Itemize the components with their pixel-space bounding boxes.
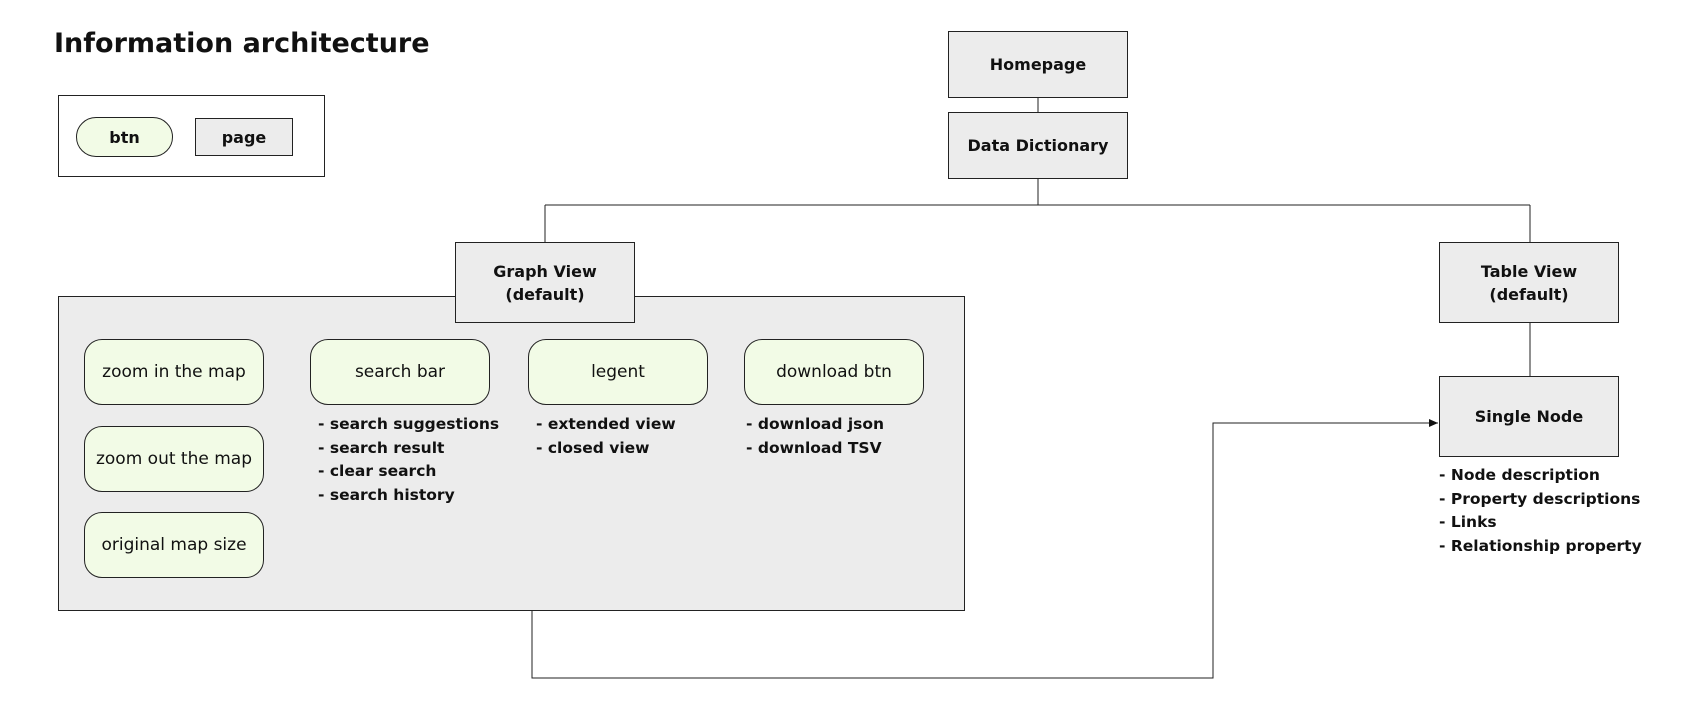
legend-btn-swatch: btn xyxy=(76,117,173,157)
legend-page-swatch: page xyxy=(195,118,293,156)
download-button[interactable]: download btn xyxy=(744,339,924,405)
note-item: download json xyxy=(746,413,884,437)
note-item: Relationship property xyxy=(1439,535,1642,559)
download-notes: download json download TSV xyxy=(746,413,884,460)
note-item: clear search xyxy=(318,460,499,484)
note-item: closed view xyxy=(536,437,676,461)
note-item: download TSV xyxy=(746,437,884,461)
graph-view-default: (default) xyxy=(505,284,585,304)
note-item: search suggestions xyxy=(318,413,499,437)
zoom-out-button[interactable]: zoom out the map xyxy=(84,426,264,492)
note-item: Node description xyxy=(1439,464,1642,488)
legend-box: btn page xyxy=(58,95,325,177)
data-dictionary-node: Data Dictionary xyxy=(948,112,1128,179)
single-node-node: Single Node xyxy=(1439,376,1619,457)
note-item: Links xyxy=(1439,511,1642,535)
legend-notes: extended view closed view xyxy=(536,413,676,460)
zoom-in-button[interactable]: zoom in the map xyxy=(84,339,264,405)
single-node-notes: Node description Property descriptions L… xyxy=(1439,464,1642,558)
note-item: search history xyxy=(318,484,499,508)
link-graph-view-single-node xyxy=(531,419,1438,679)
page-title: Information architecture xyxy=(54,28,430,59)
table-view-node: Table View (default) xyxy=(1439,242,1619,323)
graph-view-node: Graph View (default) xyxy=(455,242,635,323)
note-item: Property descriptions xyxy=(1439,488,1642,512)
original-map-size-button[interactable]: original map size xyxy=(84,512,264,578)
homepage-node: Homepage xyxy=(948,31,1128,98)
search-bar-notes: search suggestions search result clear s… xyxy=(318,413,499,507)
graph-view-title: Graph View xyxy=(493,261,597,281)
note-item: extended view xyxy=(536,413,676,437)
note-item: search result xyxy=(318,437,499,461)
table-view-default: (default) xyxy=(1489,284,1569,304)
table-view-title: Table View xyxy=(1480,261,1578,281)
legend-button[interactable]: legent xyxy=(528,339,708,405)
search-bar-button[interactable]: search bar xyxy=(310,339,490,405)
